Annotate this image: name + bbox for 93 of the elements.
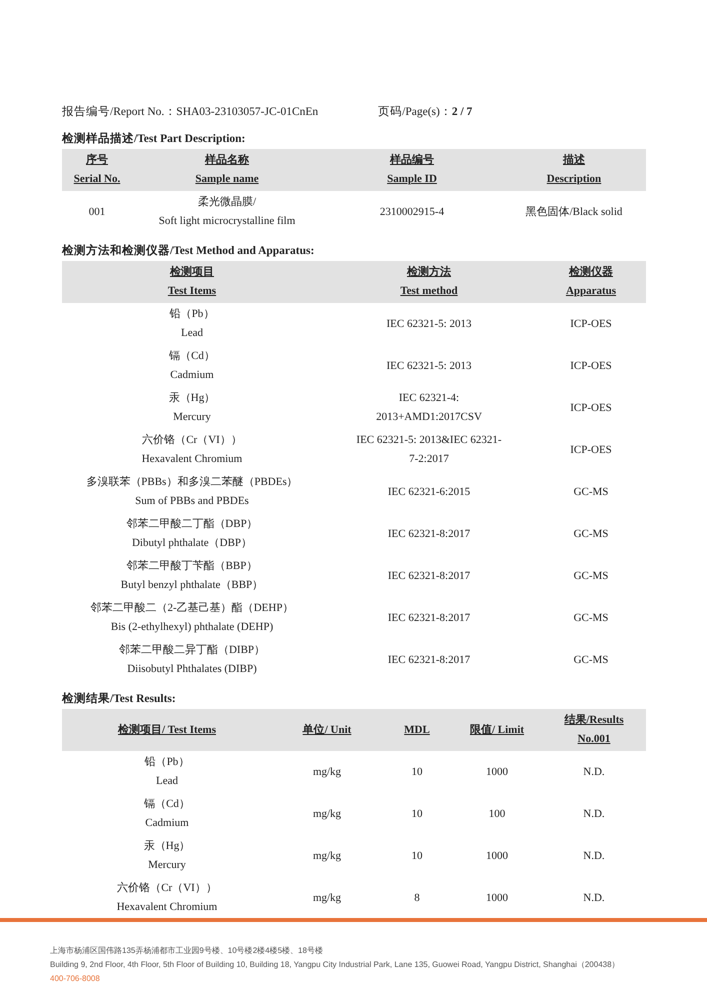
table-text: mg/kg: [312, 848, 342, 864]
table-text: Hexavalent Chromium: [116, 900, 218, 915]
table-text: 1000: [486, 848, 508, 864]
table-text: N.D.: [583, 806, 605, 822]
table-text: Sum of PBBs and PBDEs: [135, 494, 249, 509]
table-text: 10: [412, 764, 422, 780]
table-text: mg/kg: [312, 764, 342, 780]
column-header: 检测仪器: [569, 264, 613, 280]
table-text: 汞（Hg）: [168, 391, 216, 406]
table-text: Cadmium: [170, 368, 214, 383]
table-text: 1000: [486, 890, 508, 906]
section-heading: 检测样品描述/Test Part Description:: [62, 131, 246, 146]
table-text: IEC 62321-5: 2013: [386, 358, 472, 374]
section-heading: 检测结果/Test Results:: [62, 691, 176, 706]
table-text: Bis (2-ethylhexyl) phthalate (DEHP): [110, 620, 274, 635]
table-text: N.D.: [583, 764, 605, 780]
table-text: ICP-OES: [570, 358, 612, 374]
column-header: 样品名称: [205, 152, 249, 168]
table-text: 邻苯二甲酸二丁酯（DBP）: [126, 517, 258, 532]
table-text: Soft light microcrystalline film: [158, 214, 296, 229]
address-text: Building 9, 2nd Floor, 4th Floor, 5th Floor of Building 10, Building 18, Yangpu City Industrial Park, Lane 135, Guowei Road, Yangpu District, Shanghai（200438）: [50, 959, 620, 971]
table-text: 100: [488, 806, 506, 822]
table-text: 铅（Pb）: [144, 755, 190, 770]
column-header: Serial No.: [74, 172, 120, 187]
table-text: 镉（Cd）: [144, 797, 190, 812]
table-text: N.D.: [583, 890, 605, 906]
table-text: Lead: [181, 326, 203, 341]
table-text: IEC 62321-5: 2013&IEC 62321-7-2:2017: [355, 433, 503, 467]
table-text: 镉（Cd）: [169, 349, 215, 364]
column-header: 检测方法: [407, 264, 451, 280]
column-header: 限值/ Limit: [470, 722, 524, 738]
table-text: Cadmium: [145, 816, 189, 831]
table-text: 10: [412, 806, 422, 822]
column-header: 样品编号: [390, 152, 434, 168]
address-text: 上海市杨浦区国伟路135弄杨浦都市工业园9号楼、10号楼2楼4楼5楼、18号楼: [50, 945, 323, 957]
table-text: 铅（Pb）: [170, 307, 214, 322]
column-header: Test method: [400, 284, 458, 299]
table-text: 邻苯二甲酸二异丁酯（DIBP）: [118, 643, 266, 658]
table-text: GC-MS: [574, 526, 608, 542]
table-text: 汞（Hg）: [144, 839, 190, 854]
column-header: 结果/Results: [564, 712, 624, 728]
table-text: 黑色固体/Black solid: [526, 204, 622, 220]
column-header: Sample name: [195, 172, 259, 187]
table-text: Mercury: [173, 410, 211, 425]
column-header: 检测项目: [170, 264, 214, 280]
table-text: IEC 62321-8:2017: [388, 568, 470, 584]
table-text: IEC 62321-8:2017: [388, 652, 470, 668]
table-text: 邻苯二甲酸丁苄酯（BBP）: [126, 559, 258, 574]
table-text: 柔光微晶膜/: [198, 195, 256, 210]
table-text: 1000: [486, 764, 508, 780]
column-header: Test Items: [168, 284, 216, 299]
column-header: Description: [546, 172, 602, 187]
table-text: Lead: [156, 774, 178, 789]
column-header: Apparatus: [566, 284, 616, 299]
table-text: 多溴联苯（PBBs）和多溴二苯醚（PBDEs）: [86, 475, 298, 490]
column-header: Sample ID: [387, 172, 437, 187]
phone-number: 400-706-8008: [50, 973, 100, 985]
table-text: IEC 62321-5: 2013: [386, 316, 472, 332]
table-text: IEC 62321-4: 2013+AMD1:2017CSV: [375, 391, 483, 425]
table-text: Butyl benzyl phthalate（BBP）: [120, 578, 264, 593]
table-text: Hexavalent Chromium: [142, 452, 242, 467]
table-text: IEC 62321-8:2017: [388, 610, 470, 626]
table-text: N.D.: [583, 848, 605, 864]
table-text: Diisobutyl Phthalates (DIBP): [127, 662, 257, 677]
page-number: 页码/Page(s)：2 / 7: [378, 105, 472, 119]
table-text: GC-MS: [574, 568, 608, 584]
column-header: 描述: [563, 152, 585, 168]
column-header: 检测项目/ Test Items: [118, 722, 216, 738]
table-text: GC-MS: [574, 652, 608, 668]
table-text: 8: [414, 890, 420, 906]
table-text: 邻苯二甲酸二（2-乙基己基）酯（DEHP）: [90, 601, 294, 616]
column-header: 单位/ Unit: [302, 722, 352, 738]
table-text: 2310002915-4: [380, 204, 444, 220]
table-text: mg/kg: [312, 806, 342, 822]
section-heading: 检测方法和检测仪器/Test Method and Apparatus:: [62, 243, 314, 258]
table-text: ICP-OES: [570, 442, 612, 458]
table-text: ICP-OES: [570, 316, 612, 332]
table-text: mg/kg: [312, 890, 342, 906]
column-header: MDL: [404, 722, 430, 738]
table-text: GC-MS: [574, 610, 608, 626]
table-text: Dibutyl phthalate（DBP）: [132, 536, 252, 551]
table-text: IEC 62321-6:2015: [388, 484, 470, 500]
column-header: No.001: [578, 732, 610, 747]
table-text: GC-MS: [574, 484, 608, 500]
table-text: ICP-OES: [570, 400, 612, 416]
table-text: Mercury: [148, 858, 186, 873]
table-text: 六价铬（Cr（VI））: [117, 880, 217, 896]
table-text: 六价铬（Cr（VI））: [142, 432, 242, 448]
column-header: 序号: [86, 152, 108, 168]
table-text: 001: [88, 204, 106, 220]
table-text: 10: [412, 848, 422, 864]
table-text: IEC 62321-8:2017: [388, 526, 470, 542]
report-number: 报告编号/Report No.：SHA03-23103057-JC-01CnEn: [62, 104, 318, 119]
